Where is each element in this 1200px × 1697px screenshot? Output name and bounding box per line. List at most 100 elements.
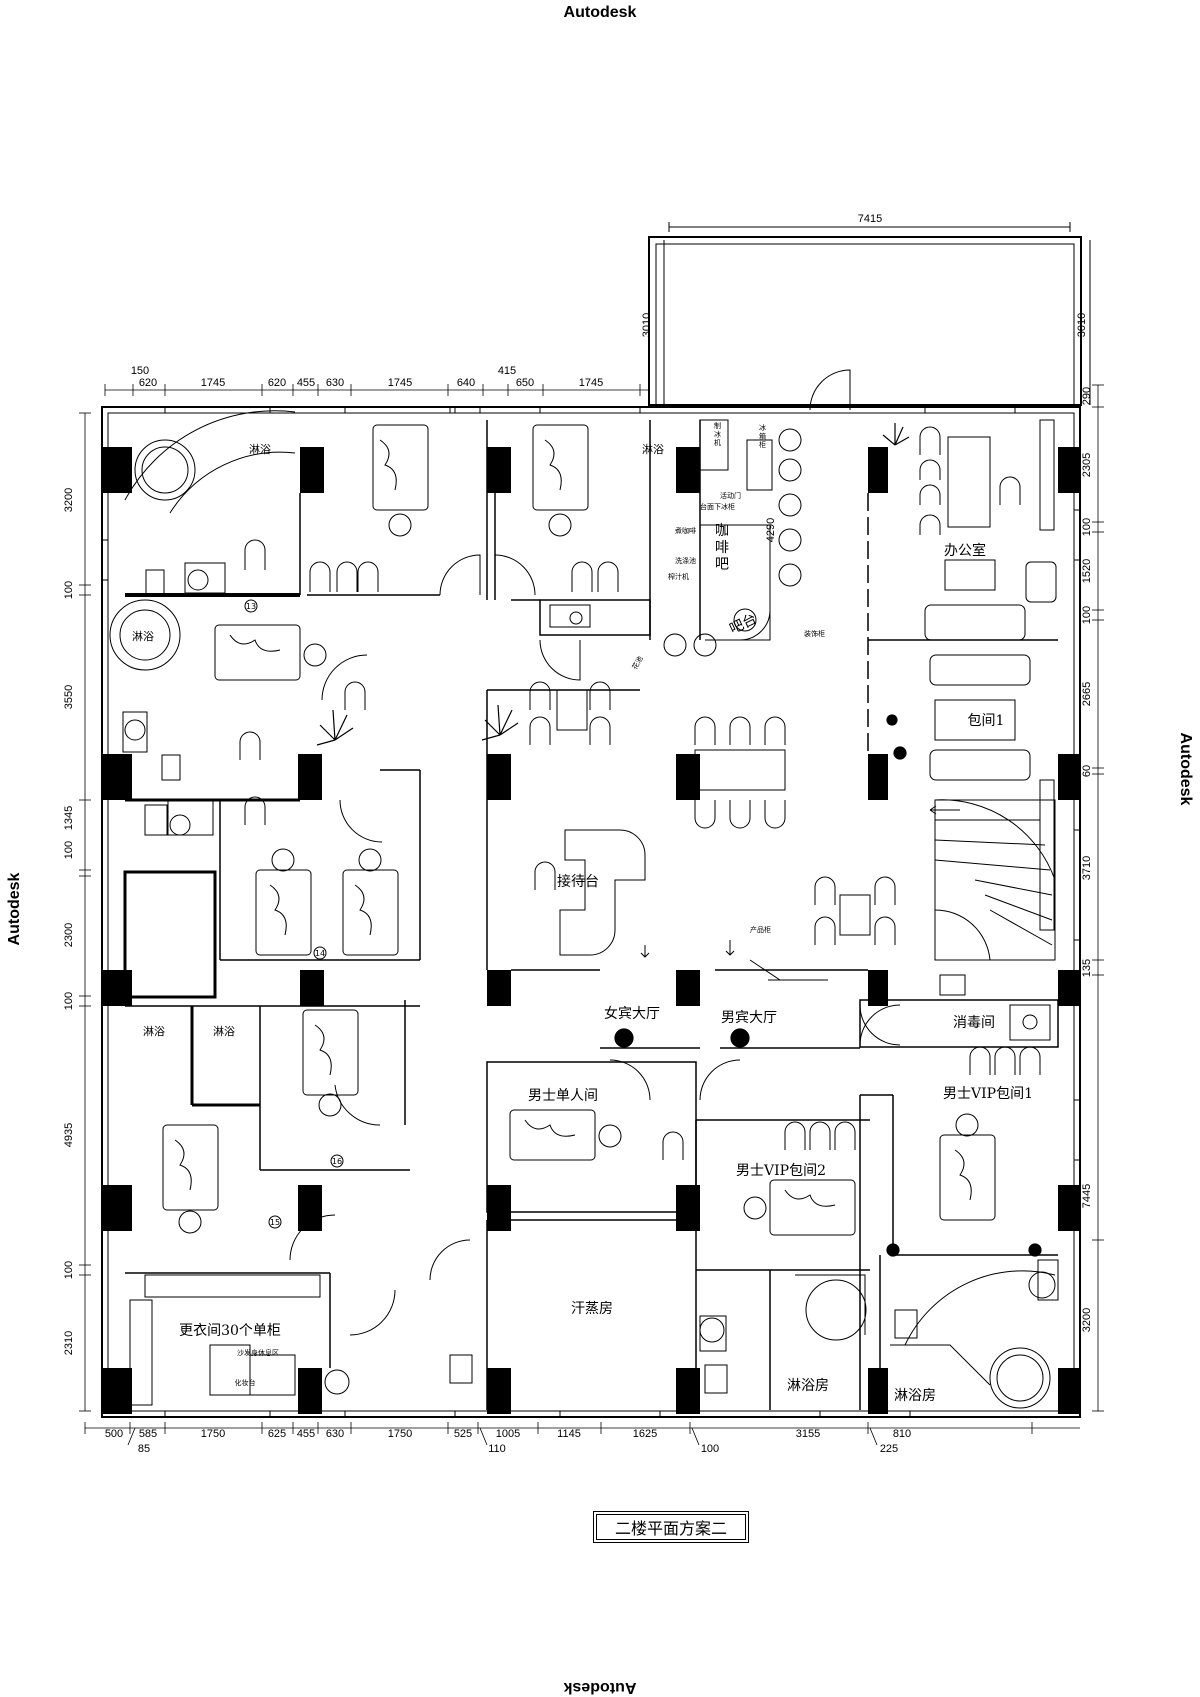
- dim-top: 7415: [858, 213, 882, 225]
- label-sink: 洗涤池: [675, 556, 696, 565]
- label-plant-box: 花池: [630, 654, 645, 671]
- dim-left-5: 2300: [63, 923, 75, 947]
- dim-left-7: 4935: [63, 1123, 75, 1147]
- dim-left-3010: 3010: [641, 313, 653, 337]
- label-coffee-bar-1: 咖啡吧: [715, 523, 729, 573]
- dim-bottom-9: 1145: [557, 1428, 581, 1440]
- dim-top-5: 1745: [388, 377, 412, 389]
- dim-bottom-lower-1: 110: [488, 1443, 506, 1455]
- beds: [162, 424, 996, 1236]
- dim-inner-4290: 4290: [765, 518, 777, 542]
- plants: [316, 423, 1042, 1257]
- dim-right-5: 2665: [1081, 682, 1093, 706]
- dim-right-2: 100: [1081, 518, 1093, 536]
- chairs: [239, 426, 1041, 1160]
- label-sliding-door: 活动门: [720, 491, 741, 500]
- doors: [289, 369, 901, 1336]
- room-numbers: 13 14 15 16: [244, 599, 344, 1229]
- dim-bottom-1: 585: [139, 1428, 157, 1440]
- dims-top: [104, 384, 650, 396]
- room-number-14: 14: [315, 949, 325, 958]
- label-shower3: 淋浴: [132, 630, 154, 643]
- dim-right-4: 100: [1081, 606, 1093, 624]
- dim-bottom-7: 525: [454, 1428, 472, 1440]
- label-shower-room2: 淋浴房: [894, 1388, 936, 1404]
- dim-right-10: 3200: [1081, 1308, 1093, 1332]
- dim-left-8: 100: [63, 1261, 75, 1279]
- furniture: [129, 419, 1057, 1406]
- label-mens-single: 男士单人间: [528, 1088, 598, 1104]
- dims-left-text: 3200 100 3550 1345 100 2300 100 4935 100…: [63, 488, 75, 1355]
- label-shower5: 淋浴: [213, 1025, 235, 1038]
- dim-right-8: 135: [1081, 959, 1093, 977]
- dim-left-4: 100: [63, 841, 75, 859]
- label-shower2: 淋浴: [642, 443, 664, 456]
- watermark-top: Autodesk: [563, 4, 637, 21]
- label-shower4: 淋浴: [143, 1025, 165, 1038]
- dim-bottom-0: 500: [105, 1428, 123, 1440]
- dim-top-upper-1: 415: [498, 365, 516, 377]
- dim-right-3: 1520: [1081, 559, 1093, 583]
- bath-fixtures: [109, 410, 1059, 1409]
- room-number-15: 15: [270, 1218, 280, 1227]
- dim-bottom-3: 625: [268, 1428, 286, 1440]
- dim-top-0: 620: [139, 377, 157, 389]
- label-under-fridge: 台面下冰柜: [700, 502, 735, 511]
- dim-left-2: 3550: [63, 685, 75, 709]
- room-number-13: 13: [246, 602, 256, 611]
- dim-right-6: 60: [1081, 765, 1093, 777]
- dim-bottom-12: 810: [893, 1428, 911, 1440]
- label-shower-room1: 淋浴房: [787, 1378, 829, 1394]
- staircase: [929, 799, 1056, 961]
- label-product-cabinet: 产品柜: [750, 925, 771, 934]
- dim-top-4: 630: [326, 377, 344, 389]
- label-vanity: 化妆台: [235, 1378, 256, 1387]
- label-juicer: 榨汁机: [668, 572, 689, 581]
- drawing-title: 二楼平面方案二: [593, 1511, 749, 1543]
- dim-top-7: 650: [516, 377, 534, 389]
- label-mens-hall: 男宾大厅: [721, 1010, 777, 1026]
- label-sauna: 汗蒸房: [571, 1301, 613, 1317]
- dim-right-0: 290: [1081, 387, 1093, 405]
- label-mens-vip2: 男士VIP包间2: [736, 1163, 826, 1179]
- dim-top-8: 1745: [579, 377, 603, 389]
- dim-left-0: 3200: [63, 488, 75, 512]
- label-fridge: 冰箱柜: [759, 423, 766, 449]
- dim-top-upper-0: 150: [131, 365, 149, 377]
- dims-top-text: 620 1745 620 455 630 1745 640 650 1745 1…: [131, 365, 603, 389]
- label-disinfection: 消毒间: [953, 1015, 995, 1031]
- dim-top-2: 620: [268, 377, 286, 389]
- dim-bottom-10: 1625: [633, 1428, 657, 1440]
- room-number-16: 16: [332, 1157, 342, 1166]
- windows: [101, 406, 1081, 1418]
- terrace: 7415 3010 3010: [641, 213, 1091, 406]
- dims-bottom-text: 500 585 1750 625 455 630 1750 525 1005 1…: [105, 1428, 911, 1455]
- entry-arrows: [640, 940, 735, 958]
- dim-left-1: 100: [63, 581, 75, 599]
- label-vip-room1: 包间1: [968, 713, 1005, 729]
- label-ladies-hall: 女宾大厅: [604, 1005, 660, 1022]
- dim-left-9: 2310: [63, 1331, 75, 1355]
- dims-right-text: 290 2305 100 1520 100 2665 60 3710 135 7…: [765, 387, 1093, 1332]
- dim-bottom-lower-2: 100: [701, 1443, 719, 1455]
- dim-right-1: 2305: [1081, 453, 1093, 477]
- label-locker-room: 更衣间30个单柜: [179, 1323, 281, 1339]
- equipment-labels: 制冰机 冰箱柜 活动门 台面下冰柜 煮咖啡 洗涤池 榨汁机 装饰柜 产品柜 花池: [630, 421, 825, 934]
- dim-top-1: 1745: [201, 377, 225, 389]
- dim-bottom-2: 1750: [201, 1428, 225, 1440]
- label-mens-vip1: 男士VIP包间1: [943, 1086, 1033, 1102]
- dims-bottom: [84, 1422, 1080, 1446]
- label-sofa-area: 沙发身休息区: [237, 1348, 279, 1357]
- dim-bottom-6: 1750: [388, 1428, 412, 1440]
- dim-left-6: 100: [63, 992, 75, 1010]
- label-reception: 接待台: [557, 873, 599, 890]
- room-labels: 淋浴 淋浴 淋浴 淋浴 淋浴 咖啡吧 吧台 办公室 包间1 接待台 女宾大厅 男…: [132, 443, 1033, 1404]
- label-shower1: 淋浴: [249, 443, 271, 456]
- dim-top-3: 455: [297, 377, 315, 389]
- dim-bottom-8: 1005: [496, 1428, 520, 1440]
- dim-left-3: 1345: [63, 806, 75, 830]
- outer-walls: [101, 406, 1081, 1418]
- dim-bottom-lower-0: 85: [138, 1443, 150, 1455]
- dim-right-7: 3710: [1081, 856, 1093, 880]
